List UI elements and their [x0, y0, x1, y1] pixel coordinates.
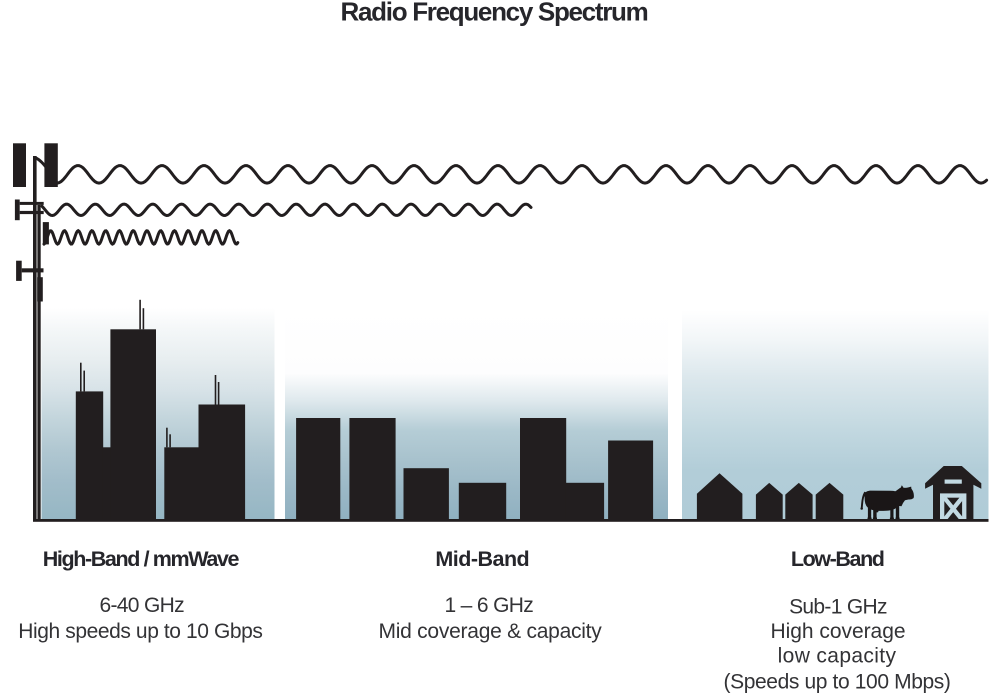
svg-text:low capacity: low capacity	[778, 645, 897, 668]
svg-text:High coverage: High coverage	[770, 620, 905, 643]
svg-text:1 – 6 GHz: 1 – 6 GHz	[444, 594, 533, 617]
svg-text:Mid coverage & capacity: Mid coverage & capacity	[378, 620, 602, 643]
svg-text:6-40 GHz: 6-40 GHz	[99, 594, 184, 617]
svg-text:Sub-1 GHz: Sub-1 GHz	[789, 595, 887, 618]
svg-text:Low-Band: Low-Band	[791, 547, 884, 571]
svg-text:High speeds up to 10 Gbps: High speeds up to 10 Gbps	[18, 620, 262, 643]
svg-text:Radio Frequency Spectrum: Radio Frequency Spectrum	[341, 0, 648, 27]
svg-text:Mid-Band: Mid-Band	[435, 547, 529, 571]
svg-text:High-Band / mmWave: High-Band / mmWave	[43, 547, 240, 571]
svg-text:(Speeds up to 100 Mbps): (Speeds up to 100 Mbps)	[723, 670, 950, 693]
